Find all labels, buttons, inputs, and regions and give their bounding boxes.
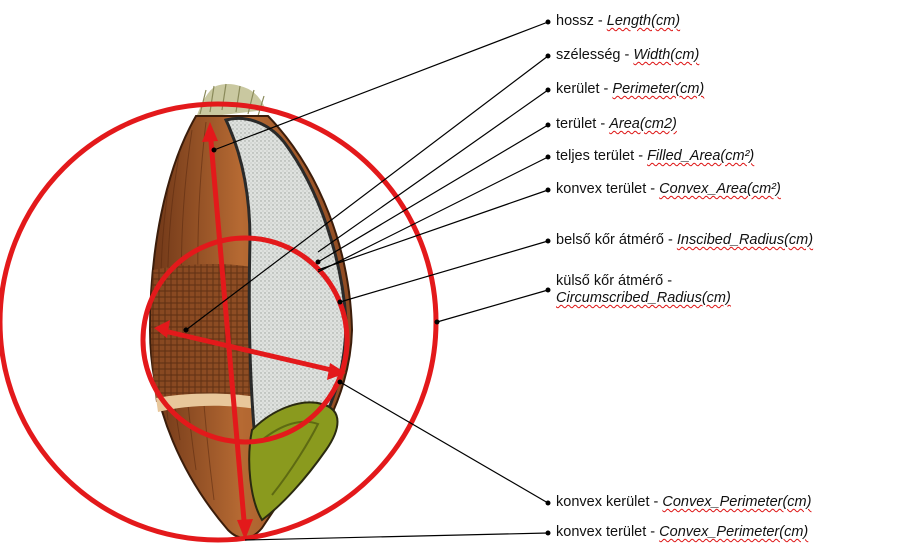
- label-convex-perimeter-hu: konvex kerület -: [556, 494, 662, 510]
- label-inscribed-radius: belső kőr átmérő - Inscibed_Radius(cm): [556, 232, 813, 249]
- label-filled-area-en: Filled_Area(cm²): [647, 148, 754, 164]
- label-width-hu: szélesség -: [556, 47, 633, 63]
- embryo: [249, 402, 337, 520]
- awn-tuft: [196, 84, 266, 118]
- label-area-hu: terület -: [556, 116, 609, 132]
- label-convex-area-2: konvex terület - Convex_Perimeter(cm): [556, 524, 808, 541]
- label-circumscribed-radius-en: Circumscribed_Radius(cm): [556, 290, 731, 306]
- label-length-en: Length(cm): [607, 13, 680, 29]
- label-width: szélesség - Width(cm): [556, 47, 699, 64]
- label-inscribed-radius-hu: belső kőr átmérő -: [556, 232, 677, 248]
- label-filled-area: teljes terület - Filled_Area(cm²): [556, 148, 754, 165]
- label-perimeter-hu: kerület -: [556, 81, 612, 97]
- label-convex-area-hu: konvex terület -: [556, 181, 659, 197]
- label-convex-area: konvex terület - Convex_Area(cm²): [556, 181, 781, 198]
- label-convex-perimeter: konvex kerület - Convex_Perimeter(cm): [556, 494, 811, 511]
- label-convex-perimeter-en: Convex_Perimeter(cm): [662, 494, 811, 510]
- label-perimeter-en: Perimeter(cm): [612, 81, 704, 97]
- label-convex-area-en: Convex_Area(cm²): [659, 181, 781, 197]
- label-convex-area-2-en: Convex_Perimeter(cm): [659, 524, 808, 540]
- label-circumscribed-radius-hu: külső kőr átmérő -: [556, 273, 672, 289]
- label-perimeter: kerület - Perimeter(cm): [556, 81, 704, 98]
- label-filled-area-hu: teljes terület -: [556, 148, 647, 164]
- label-circumscribed-radius: külső kőr átmérő - Circumscribed_Radius(…: [556, 273, 731, 307]
- label-area: terület - Area(cm2): [556, 116, 677, 133]
- label-length: hossz - Length(cm): [556, 13, 680, 30]
- label-convex-area-2-hu: konvex terület -: [556, 524, 659, 540]
- label-area-en: Area(cm2): [609, 116, 677, 132]
- label-width-en: Width(cm): [633, 47, 699, 63]
- label-length-hu: hossz -: [556, 13, 607, 29]
- label-inscribed-radius-en: Inscibed_Radius(cm): [677, 232, 813, 248]
